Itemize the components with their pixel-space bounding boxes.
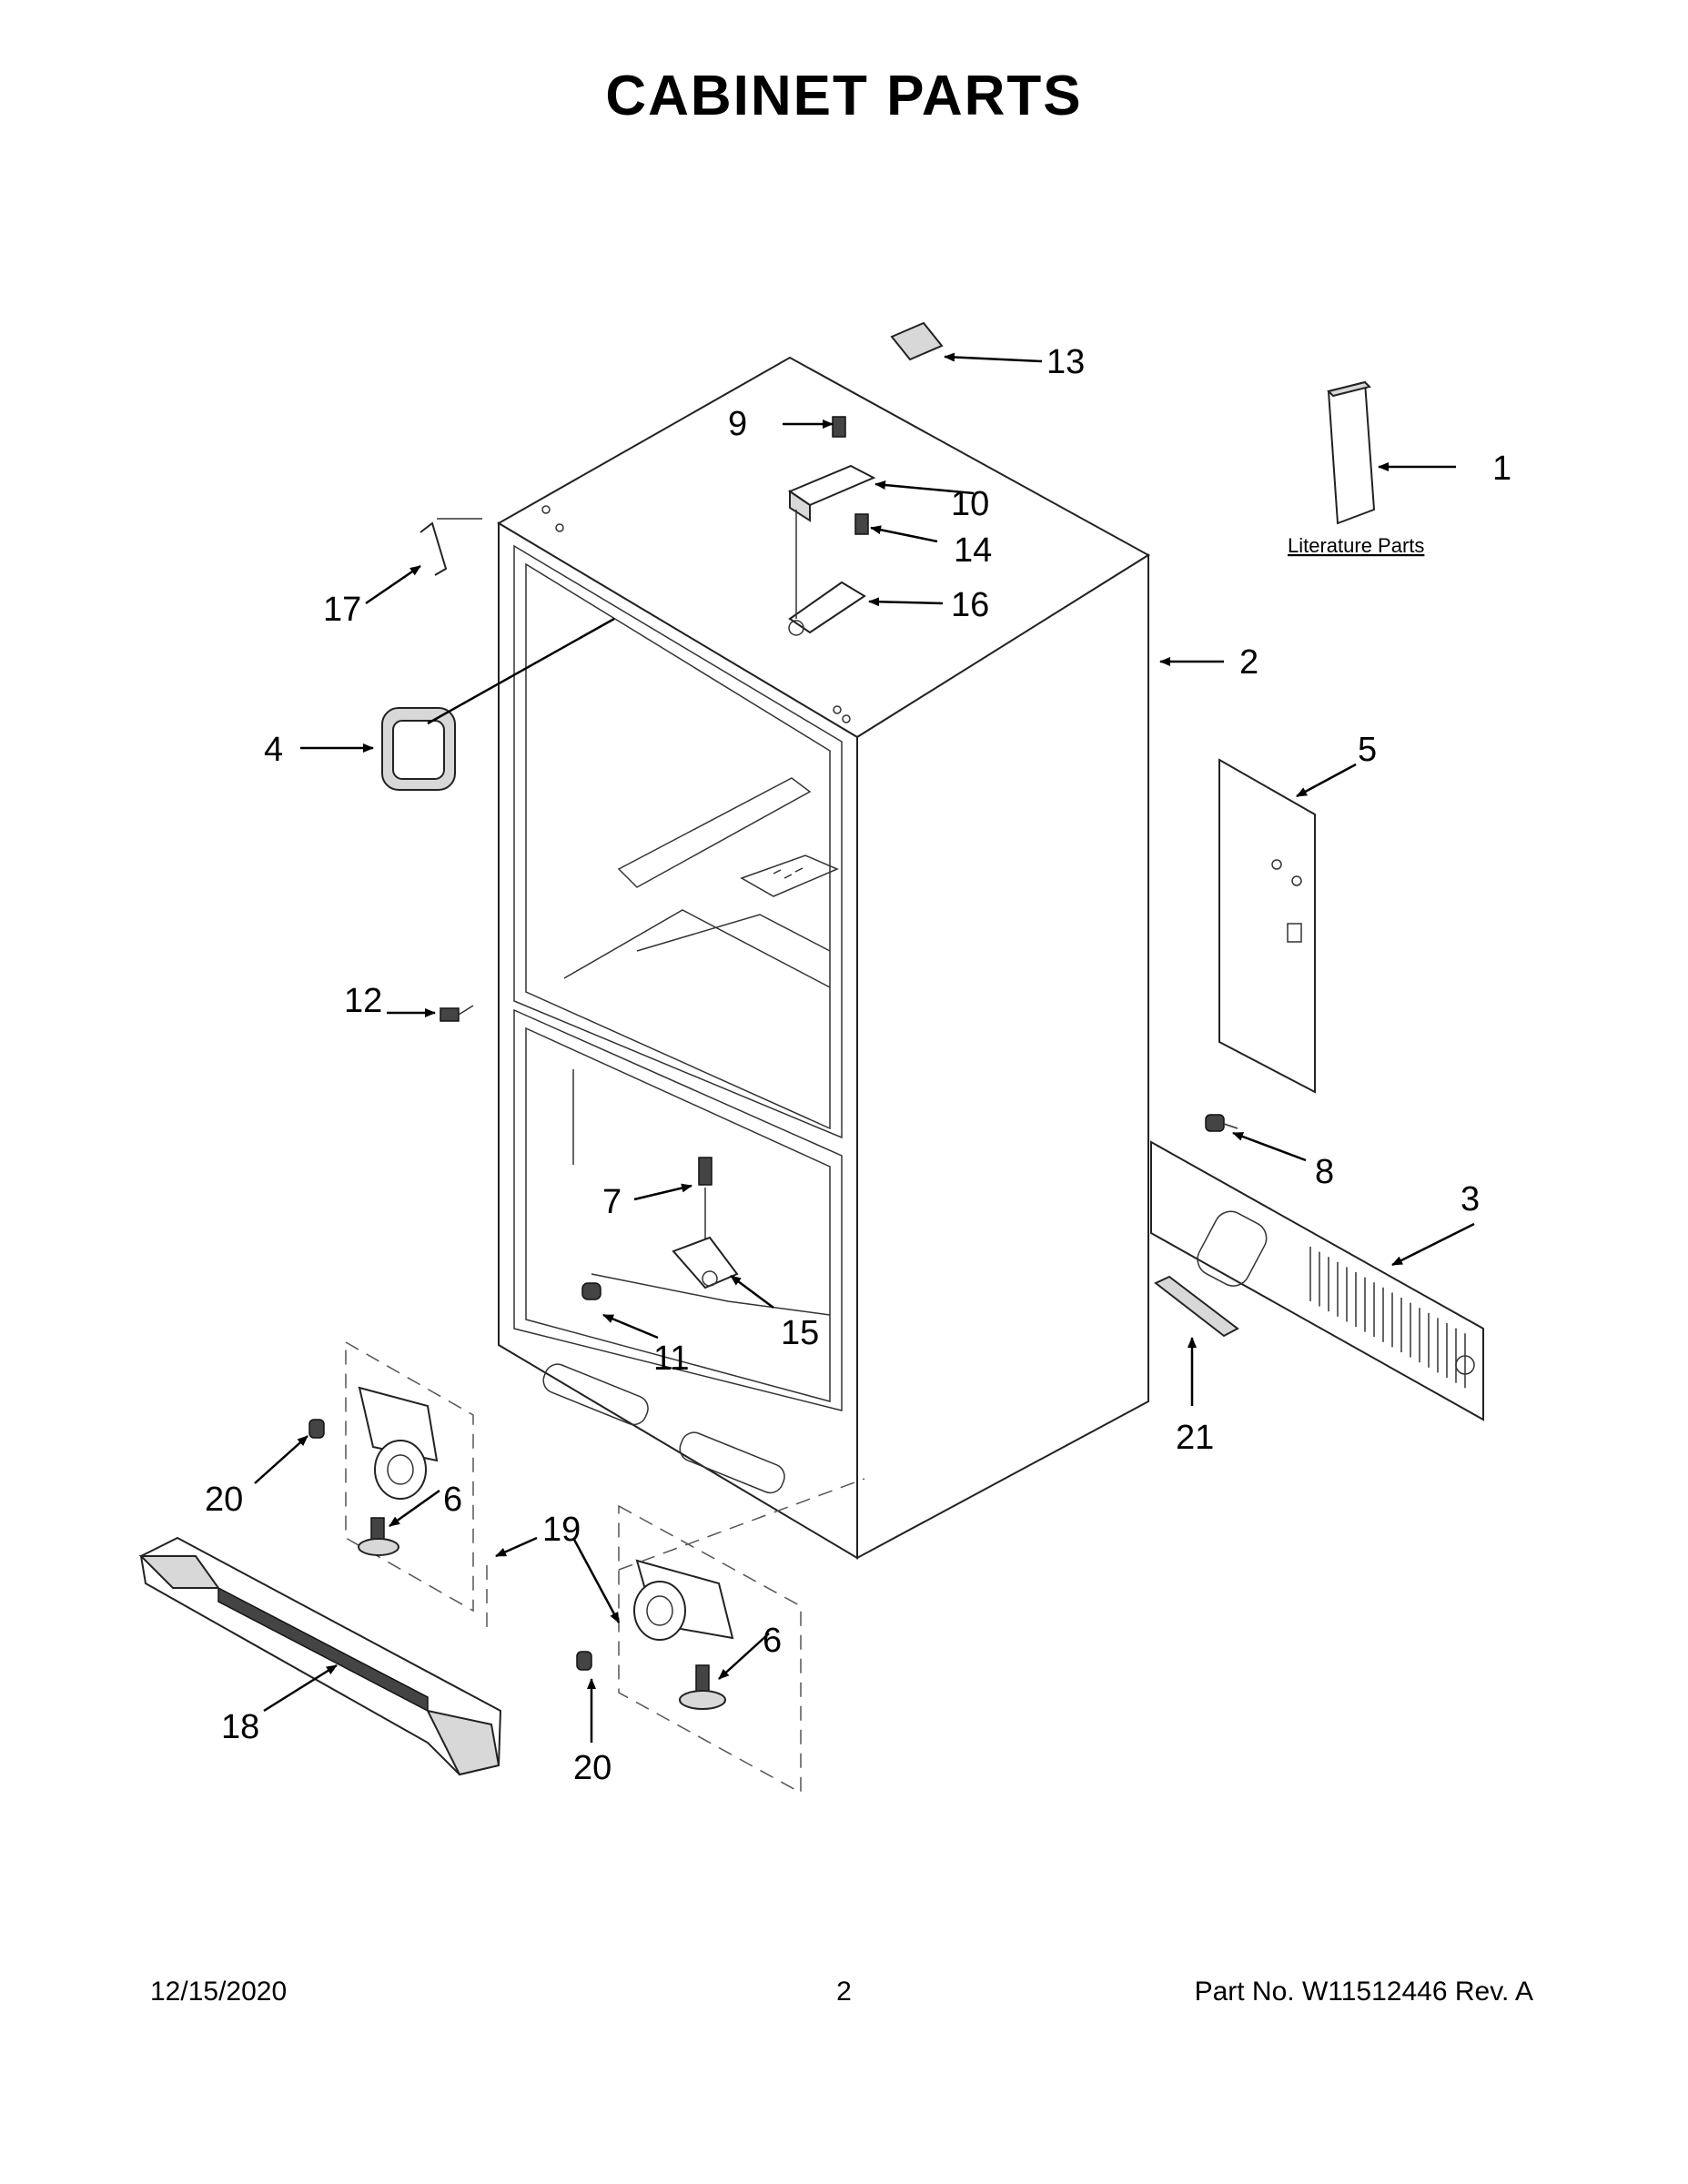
part-13-label[interactable]	[890, 321, 944, 361]
callout-18: 18	[221, 1708, 259, 1746]
part-19-leveling[interactable]	[486, 1478, 865, 1629]
callout-10: 10	[951, 485, 989, 523]
callout-9: 9	[728, 405, 747, 443]
callout-1: 1	[1492, 450, 1511, 488]
part-4-cover[interactable]	[381, 617, 615, 791]
left-roller-assembly[interactable]	[308, 1340, 474, 1613]
callout-3: 3	[1461, 1180, 1480, 1218]
part-17-clip[interactable]	[419, 518, 482, 576]
callout-7: 7	[602, 1183, 622, 1221]
part-12-screw[interactable]	[440, 1005, 474, 1022]
callout-12: 12	[344, 982, 382, 1020]
callout-4: 4	[264, 731, 283, 769]
callout-21: 21	[1176, 1419, 1214, 1457]
refrigerator-cabinet[interactable]	[497, 356, 1150, 1560]
callout-14: 14	[954, 531, 992, 570]
top-hinge-assembly[interactable]	[787, 416, 876, 636]
callout-2: 2	[1239, 643, 1258, 682]
footer-page-number: 2	[836, 1977, 852, 2007]
callout-17: 17	[323, 591, 361, 629]
part-5-panel[interactable]	[1218, 758, 1316, 1094]
footer-part-number: Part No. W11512446 Rev. A	[1194, 1977, 1533, 2007]
callout-20-right: 20	[573, 1749, 612, 1787]
leader-arrows	[254, 352, 1475, 1743]
lower-hinge-parts[interactable]	[581, 1157, 739, 1300]
part-8-screw[interactable]	[1205, 1114, 1238, 1132]
callout-6-right: 6	[763, 1622, 782, 1660]
footer-date: 12/15/2020	[150, 1977, 288, 2007]
callout-20-left: 20	[205, 1481, 243, 1519]
page-title: CABINET PARTS	[605, 65, 1083, 127]
part-1-literature[interactable]	[1327, 380, 1376, 525]
callout-16: 16	[951, 586, 989, 624]
callout-19: 19	[542, 1511, 581, 1549]
callout-11: 11	[653, 1340, 689, 1378]
literature-parts-label: Literature Parts	[1288, 534, 1424, 557]
callout-6-left: 6	[443, 1481, 462, 1519]
part-21-strip[interactable]	[1154, 1275, 1239, 1338]
callout-5: 5	[1358, 731, 1377, 769]
part-18-base-grille[interactable]	[138, 1536, 502, 1776]
callout-15: 15	[781, 1314, 819, 1352]
callout-13: 13	[1046, 343, 1085, 381]
part-3-grille[interactable]	[1150, 1140, 1484, 1421]
callout-8: 8	[1315, 1153, 1334, 1191]
right-roller-assembly[interactable]	[576, 1504, 802, 1795]
